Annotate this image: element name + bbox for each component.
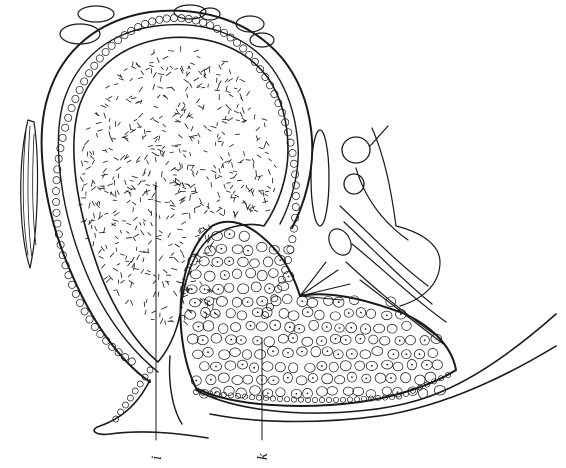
left-striated-band bbox=[21, 120, 38, 268]
label-k: k bbox=[255, 453, 271, 460]
cell-mass bbox=[181, 222, 456, 406]
granular-content bbox=[79, 46, 277, 325]
leader-lines bbox=[156, 182, 262, 440]
stalk-and-base bbox=[94, 314, 556, 438]
label-i: i bbox=[149, 456, 165, 460]
